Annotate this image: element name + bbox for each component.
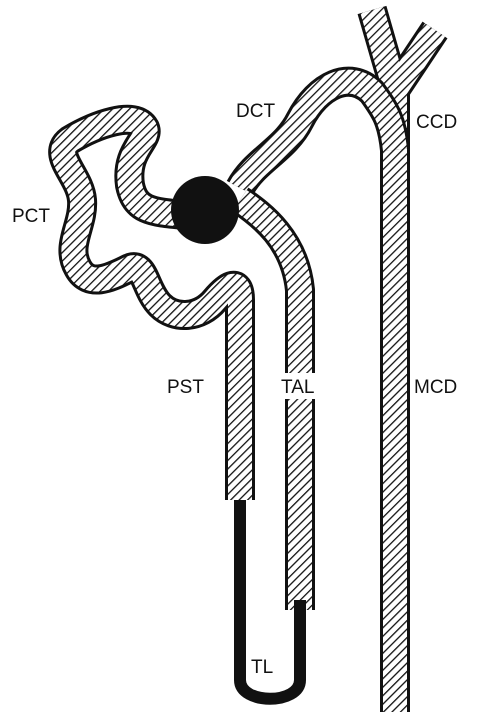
label-tal: TAL [278,373,324,399]
label-tal-text: TAL [281,377,314,398]
label-tl: TL [248,652,290,680]
glomerulus [171,176,239,244]
label-pct-text: PCT [12,206,50,227]
label-tl-text: TL [251,657,273,678]
label-ccd-text: CCD [416,112,457,133]
label-pct: PCT [12,206,50,227]
proximal-tubule [63,120,240,500]
label-pst-text: PST [167,377,204,398]
label-dct-text: DCT [236,101,275,122]
label-mcd: MCD [412,373,468,399]
label-pst: PST [164,373,212,399]
distal-convoluted-tubule [240,82,395,188]
label-mcd-text: MCD [414,377,457,398]
label-ccd: CCD [416,112,457,133]
label-dct: DCT [236,101,275,122]
